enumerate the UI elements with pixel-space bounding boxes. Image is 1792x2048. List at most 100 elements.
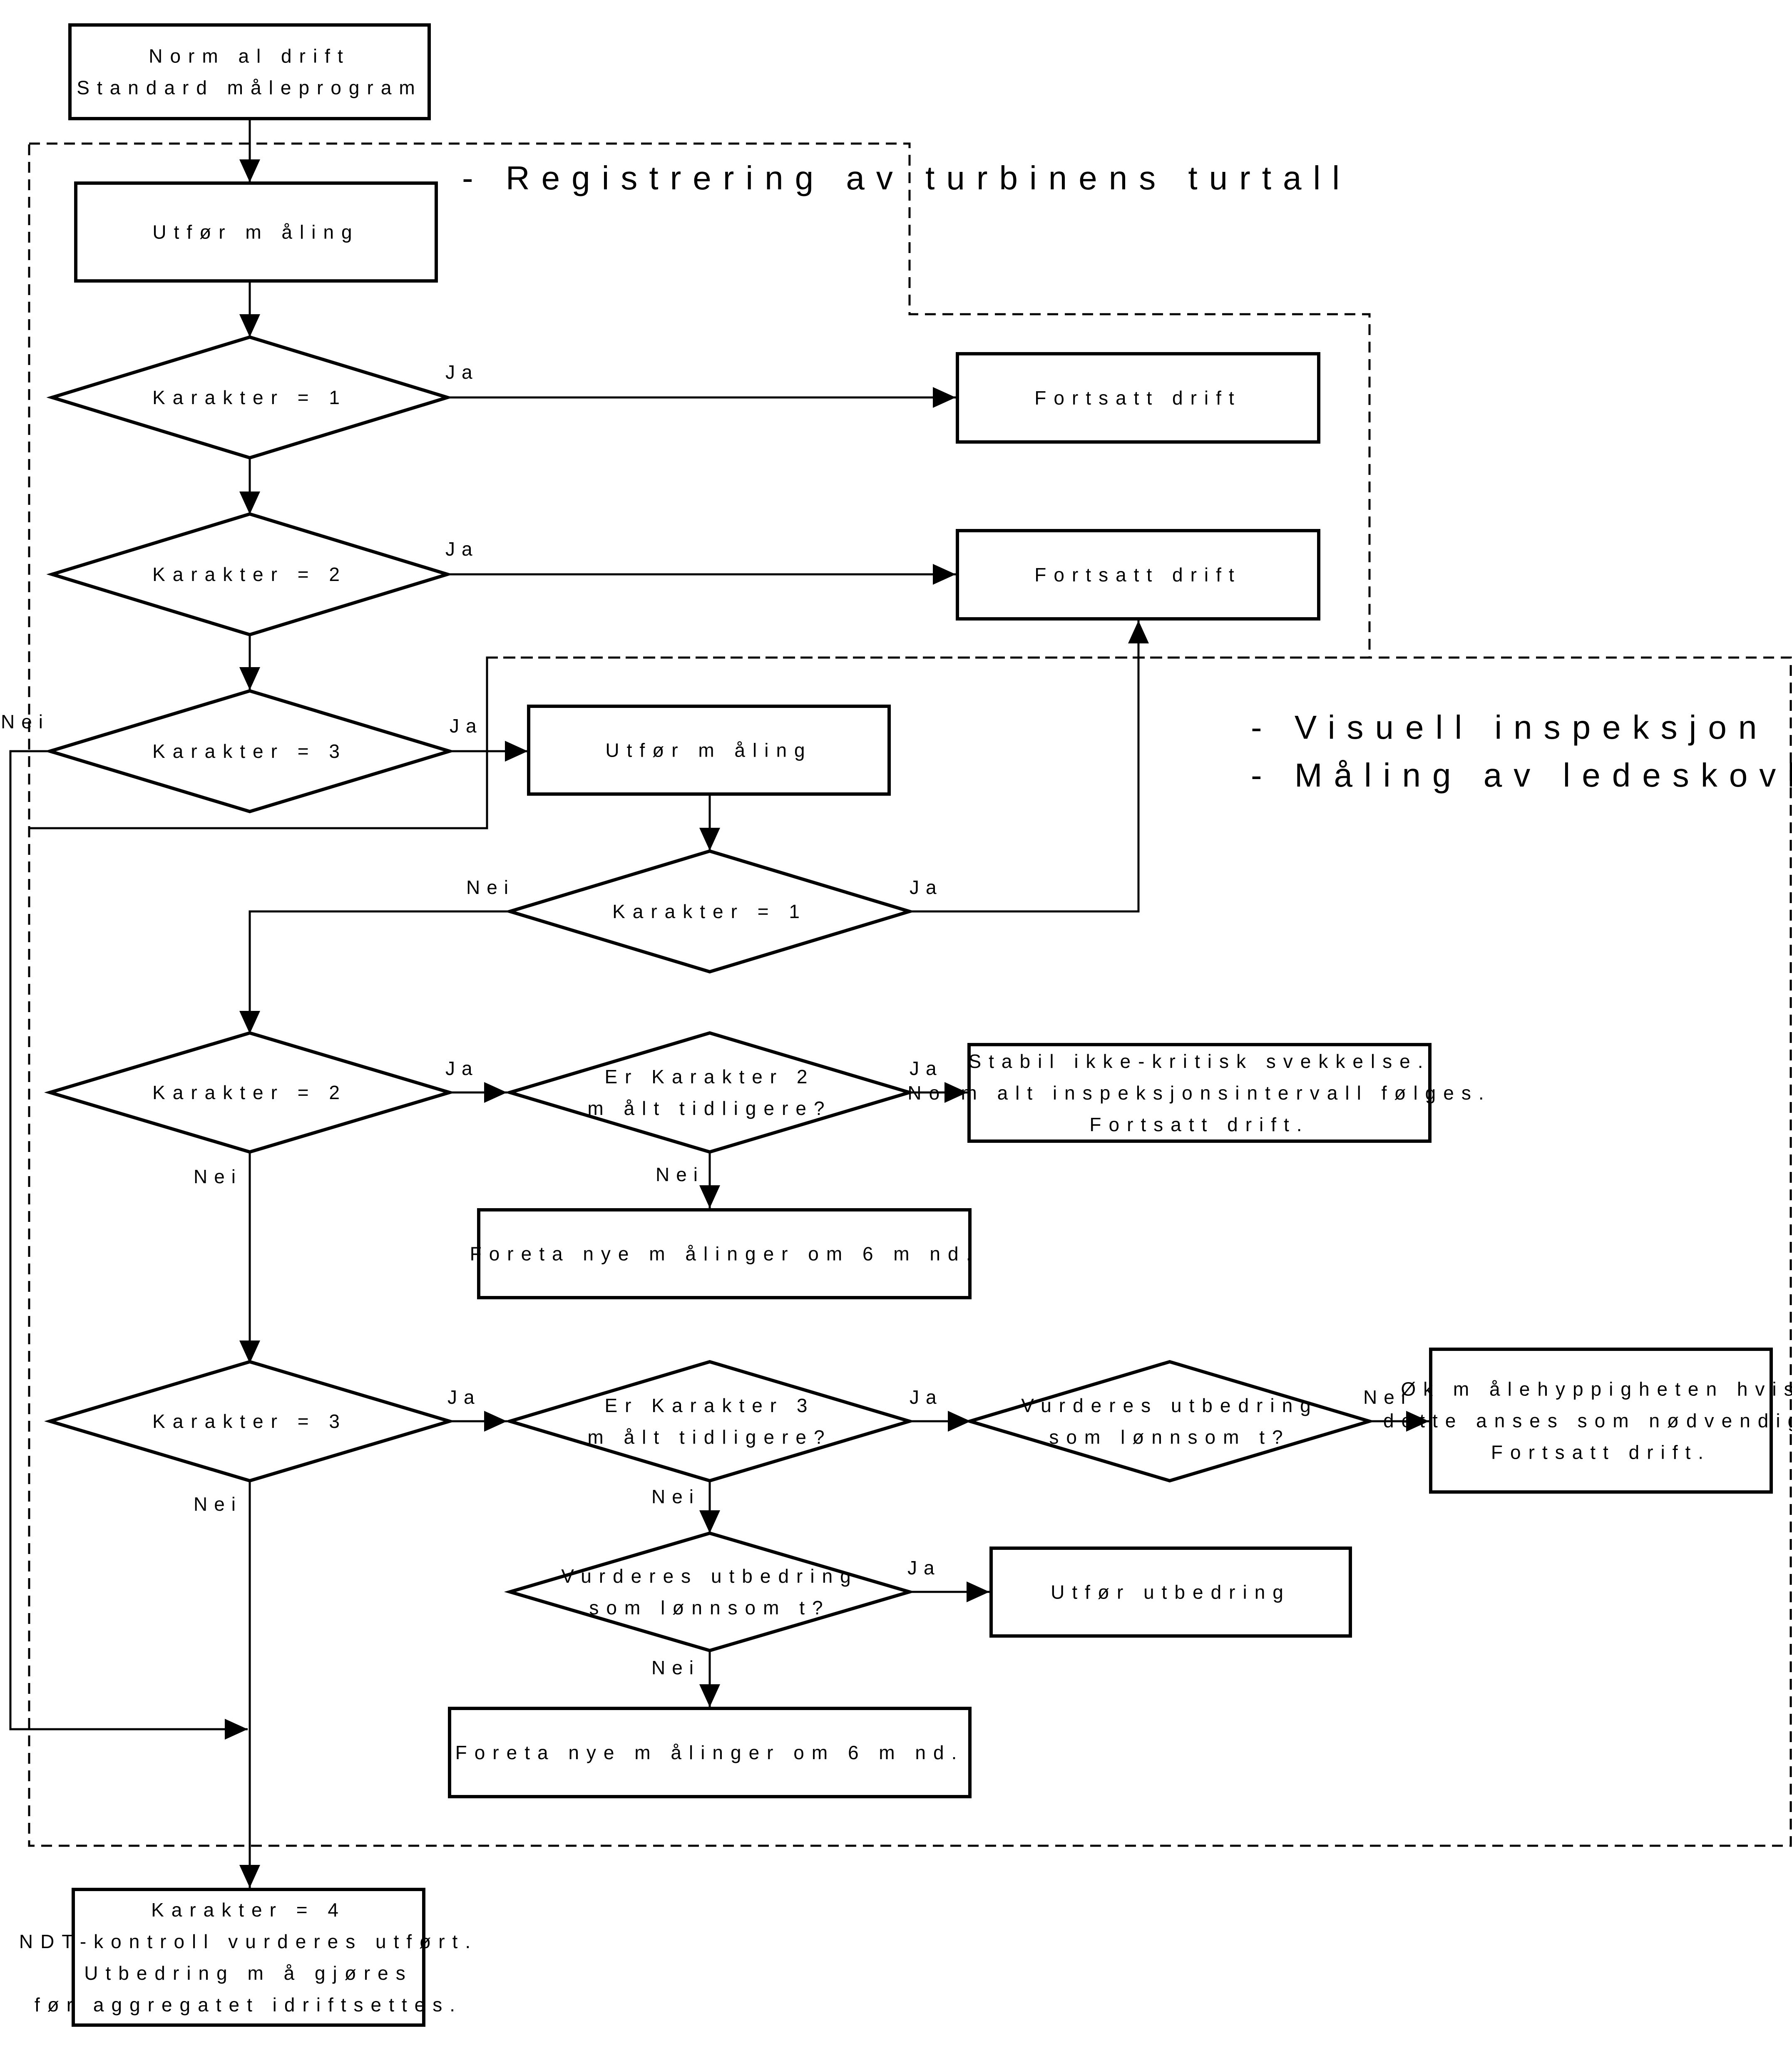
region-note-clearance: - Måling av ledeskovlklaring bbox=[1251, 757, 1792, 794]
process-box bbox=[989, 1547, 1352, 1638]
node-text: Er Karakter 2 bbox=[605, 1066, 815, 1087]
node-text: Norm al drift bbox=[149, 45, 350, 67]
node-k3-mid: Karakter = 3 bbox=[44, 1360, 456, 1483]
decision-diamond bbox=[964, 1360, 1376, 1483]
node-text: Karakter = 1 bbox=[152, 387, 347, 408]
yes-label: Ja bbox=[910, 1058, 943, 1079]
node-text: Norm alt inspeksjonsintervall følges. bbox=[907, 1082, 1491, 1104]
edge-labels: Ja Ja Ja Nei Nei Ja Ja Ja Nei Nei Ja Ja … bbox=[1, 361, 1412, 1678]
node-text: Karakter = 1 bbox=[612, 901, 807, 922]
no-label: Nei bbox=[651, 1486, 700, 1507]
no-label: Nei bbox=[651, 1657, 700, 1678]
decision-diamond bbox=[44, 1031, 456, 1154]
decision-diamond bbox=[504, 1531, 916, 1653]
edges bbox=[9, 119, 1429, 1888]
node-text: Karakter = 2 bbox=[152, 564, 347, 585]
node-worth-a: Vurderes utbedring som lønnsom t? bbox=[964, 1360, 1376, 1483]
node-text: som lønnsom t? bbox=[1049, 1426, 1290, 1448]
no-label: Nei bbox=[194, 1493, 242, 1515]
node-text: Er Karakter 3 bbox=[605, 1395, 815, 1416]
node-text: før aggregatet idriftsettes. bbox=[35, 1994, 462, 2016]
node-text: Fortsatt drift bbox=[1034, 387, 1241, 409]
node-text: dette anses som nødvendig. bbox=[1383, 1410, 1792, 1432]
node-text: m ålt tidligere? bbox=[587, 1426, 832, 1448]
node-repair: Utfør utbedring bbox=[989, 1547, 1352, 1638]
process-box bbox=[956, 529, 1320, 621]
yes-label: Ja bbox=[910, 876, 943, 898]
process-box bbox=[1429, 1348, 1773, 1494]
node-k2-top: Karakter = 2 bbox=[46, 512, 453, 637]
node-k2-before: Er Karakter 2 m ålt tidligere? bbox=[504, 1031, 916, 1154]
node-text: Utfør m åling bbox=[152, 221, 359, 243]
node-k2-mid: Karakter = 2 bbox=[44, 1031, 456, 1154]
node-measure2: Utfør m åling bbox=[527, 705, 891, 796]
node-text: Vurderes utbedring bbox=[561, 1565, 858, 1587]
process-box bbox=[74, 181, 438, 283]
region-visual-inspection bbox=[28, 656, 1792, 1847]
decision-diamond bbox=[504, 1360, 916, 1483]
node-new6-a: Foreta nye m ålinger om 6 m nd. bbox=[470, 1208, 979, 1299]
node-text: NDT-kontroll vurderes utført. bbox=[19, 1931, 478, 1952]
node-k4: Karakter = 4 NDT-kontroll vurderes utført… bbox=[19, 1888, 478, 2027]
process-box bbox=[448, 1707, 972, 1798]
no-label: Nei bbox=[656, 1164, 704, 1185]
region-note-visual: - Visuell inspeksjon bbox=[1251, 709, 1768, 746]
decision-diamond bbox=[44, 689, 455, 814]
node-text: Karakter = 3 bbox=[152, 1410, 347, 1432]
node-text: Foreta nye m ålinger om 6 m nd. bbox=[470, 1243, 979, 1265]
node-k3-top: Karakter = 3 bbox=[44, 689, 455, 814]
node-measure1: Utfør m åling bbox=[74, 181, 438, 283]
no-label: Nei bbox=[466, 876, 515, 898]
node-text: Vurderes utbedring bbox=[1021, 1395, 1318, 1416]
process-box bbox=[477, 1208, 972, 1299]
node-text: Standard måleprogram bbox=[77, 77, 422, 99]
yes-label: Ja bbox=[910, 1386, 943, 1408]
yes-label: Ja bbox=[445, 538, 479, 560]
process-box bbox=[527, 705, 891, 796]
node-text: Utbedring m å gjøres bbox=[84, 1962, 413, 1984]
node-text: Utfør utbedring bbox=[1051, 1581, 1291, 1603]
node-k1-top: Karakter = 1 bbox=[46, 335, 453, 460]
node-cont2: Fortsatt drift bbox=[956, 529, 1320, 621]
node-text: Karakter = 4 bbox=[151, 1899, 346, 1921]
node-worth-b: Vurderes utbedring som lønnsom t? bbox=[504, 1531, 916, 1653]
node-new6-b: Foreta nye m ålinger om 6 m nd. bbox=[448, 1707, 972, 1798]
edge-k3-no-bypass bbox=[9, 750, 248, 1740]
yes-label: Ja bbox=[907, 1557, 941, 1579]
process-box bbox=[72, 1888, 425, 2027]
node-text: Karakter = 2 bbox=[152, 1082, 347, 1103]
node-text: Fortsatt drift. bbox=[1089, 1114, 1309, 1135]
node-text: Fortsatt drift. bbox=[1491, 1442, 1711, 1463]
decision-diamond bbox=[46, 512, 453, 637]
node-cont1: Fortsatt drift bbox=[956, 352, 1320, 444]
node-text: Foreta nye m ålinger om 6 m nd. bbox=[455, 1742, 964, 1763]
edge-k1mid-cont2 bbox=[910, 621, 1149, 913]
decision-diamond bbox=[44, 1360, 456, 1483]
yes-label: Ja bbox=[445, 1058, 479, 1079]
yes-label: Ja bbox=[445, 361, 479, 383]
node-text: Øk m ålehyppigheten hvis bbox=[1401, 1378, 1792, 1400]
node-k3-before: Er Karakter 3 m ålt tidligere? bbox=[504, 1360, 916, 1483]
node-text: Stabil ikke-kritisk svekkelse. bbox=[968, 1050, 1430, 1072]
node-text: m ålt tidligere? bbox=[587, 1097, 832, 1119]
decision-diamond bbox=[46, 335, 453, 460]
no-label: Nei bbox=[194, 1166, 242, 1187]
region-note-speed: - Registrering av turbinens turtall bbox=[462, 159, 1351, 196]
node-text: som lønnsom t? bbox=[589, 1597, 830, 1619]
edge-k1mid-k2mid bbox=[239, 910, 510, 1034]
node-text: Karakter = 3 bbox=[152, 740, 347, 762]
node-increase: Øk m ålehyppigheten hvis dette anses som … bbox=[1383, 1348, 1792, 1494]
decision-diamond bbox=[504, 1031, 916, 1154]
node-text: Utfør m åling bbox=[605, 740, 812, 761]
node-text: Fortsatt drift bbox=[1034, 564, 1241, 586]
no-label: Nei bbox=[1363, 1386, 1412, 1408]
yes-label: Ja bbox=[450, 715, 483, 737]
process-box bbox=[956, 352, 1320, 444]
node-stable: Stabil ikke-kritisk svekkelse. Norm alt i… bbox=[907, 1043, 1491, 1143]
no-label: Nei bbox=[1, 711, 50, 732]
process-box bbox=[68, 23, 431, 120]
node-k1-mid: Karakter = 1 bbox=[504, 849, 915, 974]
yes-label: Ja bbox=[447, 1386, 481, 1408]
